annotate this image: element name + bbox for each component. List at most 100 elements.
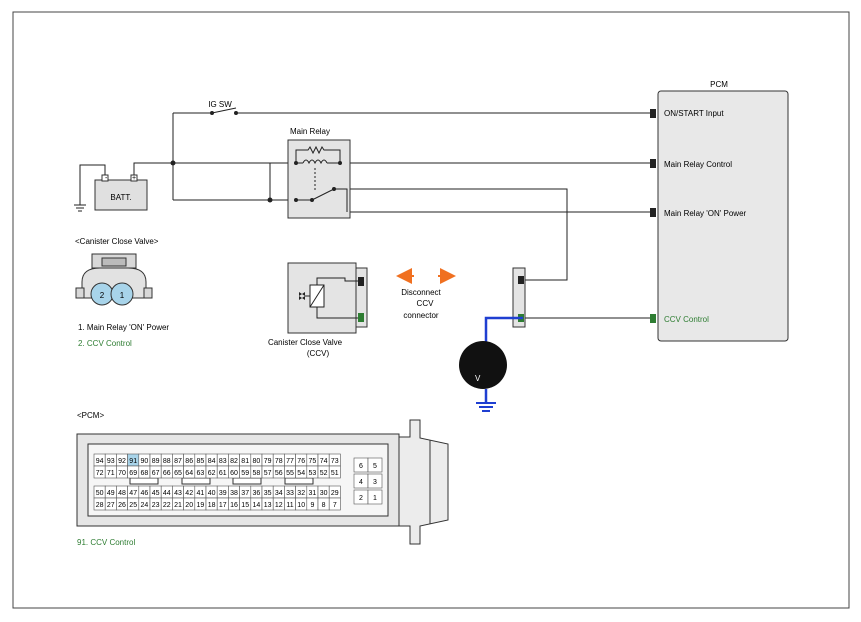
- pcm-label-on-start: ON/START Input: [664, 109, 724, 118]
- pcm-small-pin-cell: [367, 473, 383, 489]
- ccv-conn-legend-2: 2. CCV Control: [78, 339, 132, 348]
- pcm-pin-number: 15: [241, 502, 249, 509]
- pcm-pin-number: 82: [230, 458, 238, 465]
- pcm-small-pin-number: 3: [373, 479, 377, 486]
- pcm-pin-number: 75: [309, 458, 317, 465]
- pcm-pin-on-start: [650, 109, 656, 118]
- pcm-module: PCM ON/START Input Main Relay Control Ma…: [650, 80, 789, 342]
- pcm-pin-number: 18: [208, 502, 216, 509]
- pcm-pin-number: 54: [297, 470, 305, 477]
- pcm-connector-title: <PCM>: [77, 411, 104, 420]
- disconnect-line3: connector: [403, 311, 438, 320]
- battery-pos-label: +: [132, 175, 136, 182]
- pcm-pin-number: 8: [322, 502, 326, 509]
- ccv-conn-pin-1: 1: [120, 291, 125, 300]
- pcm-small-pin-number: 5: [373, 463, 377, 470]
- pcm-pin-number: 94: [96, 458, 104, 465]
- pcm-pin-number: 50: [96, 490, 104, 497]
- pcm-pin-number: 67: [152, 470, 160, 477]
- pcm-pin-number: 39: [219, 490, 227, 497]
- main-relay: Main Relay: [287, 127, 351, 219]
- ccv-conn-pin-2: 2: [100, 291, 105, 300]
- pcm-pin-number: 41: [197, 490, 205, 497]
- pcm-pin-number: 25: [129, 502, 137, 509]
- pcm-pin-number: 65: [174, 470, 182, 477]
- pcm-pin-number: 83: [219, 458, 227, 465]
- pcm-pin-number: 57: [264, 470, 272, 477]
- pcm-pin-number: 77: [286, 458, 294, 465]
- pcm-pin-number: 49: [107, 490, 115, 497]
- voltmeter-label: V: [475, 374, 481, 383]
- pcm-pin-number: 81: [241, 458, 249, 465]
- pcm-pin-number: 60: [230, 470, 238, 477]
- pcm-pin-number: 27: [107, 502, 115, 509]
- pcm-small-pin-cell: [367, 457, 383, 473]
- pcm-pin-number: 45: [152, 490, 160, 497]
- pcm-small-pin-cell: [367, 489, 383, 505]
- main-wires: [172, 112, 655, 319]
- pcm-pin-number: 64: [185, 470, 193, 477]
- voltmeter-circuit: V: [459, 316, 523, 412]
- pcm-pin-number: 63: [197, 470, 205, 477]
- ccv-name-line2: (CCV): [307, 349, 330, 358]
- ig-switch: IG SW: [208, 100, 238, 115]
- pcm-pin-number: 42: [185, 490, 193, 497]
- pcm-pin-number: 66: [163, 470, 171, 477]
- pcm-label-relay-power: Main Relay 'ON' Power: [664, 209, 747, 218]
- pcm-label-ccv-control: CCV Control: [664, 315, 709, 324]
- pcm-pin-cell: [328, 497, 341, 511]
- pcm-pin-number: 7: [333, 502, 337, 509]
- pcm-pin-number: 85: [197, 458, 205, 465]
- pcm-title: PCM: [710, 80, 728, 89]
- pcm-label-relay-control: Main Relay Control: [664, 160, 732, 169]
- pcm-pin-relay-control: [650, 159, 656, 168]
- pcm-pin-number: 87: [174, 458, 182, 465]
- battery-wires: [79, 162, 173, 205]
- pcm-pin-cell: [328, 465, 341, 479]
- pcm-small-pin-number: 4: [359, 479, 363, 486]
- pcm-pin-number: 31: [309, 490, 317, 497]
- pcm-pin-number: 44: [163, 490, 171, 497]
- pcm-pin-number: 46: [141, 490, 149, 497]
- pcm-pin-number: 70: [118, 470, 126, 477]
- pcm-pin-number: 92: [118, 458, 126, 465]
- pcm-pin-number: 52: [320, 470, 328, 477]
- pcm-pin-number: 35: [264, 490, 272, 497]
- pcm-pin-number: 37: [241, 490, 249, 497]
- disconnect-line1: Disconnect: [401, 288, 441, 297]
- ig-switch-label: IG SW: [208, 100, 232, 109]
- ccv-connector-view: <Canister Close Valve> 2 1 1. Main Relay…: [75, 237, 169, 348]
- pcm-pin-number: 73: [331, 458, 339, 465]
- pcm-pin-number: 55: [286, 470, 294, 477]
- pcm-pin-number: 76: [297, 458, 305, 465]
- pcm-pin-number: 33: [286, 490, 294, 497]
- pcm-pin-number: 48: [118, 490, 126, 497]
- pcm-pin-number: 11: [286, 502, 293, 509]
- pcm-pin-number: 17: [219, 502, 227, 509]
- pcm-pin-number: 59: [241, 470, 249, 477]
- pcm-pin-number: 26: [118, 502, 126, 509]
- pcm-pin-number: 51: [331, 470, 339, 477]
- pcm-pin-number: 30: [320, 490, 328, 497]
- pcm-pin-number: 23: [152, 502, 160, 509]
- pcm-pin-number: 88: [163, 458, 171, 465]
- pcm-pin-relay-power: [650, 208, 656, 217]
- pcm-pin-number: 29: [331, 490, 339, 497]
- pcm-pin-number: 62: [208, 470, 216, 477]
- pcm-pin-number: 12: [275, 502, 283, 509]
- pcm-pin-number: 14: [253, 502, 261, 509]
- pcm-pin-number: 56: [275, 470, 283, 477]
- pcm-small-pin-number: 1: [373, 495, 377, 502]
- pcm-pin-number: 90: [141, 458, 149, 465]
- pcm-pin-number: 9: [310, 502, 314, 509]
- pcm-pin-number: 20: [185, 502, 193, 509]
- main-relay-label: Main Relay: [290, 127, 330, 136]
- pcm-pin-number: 79: [264, 458, 272, 465]
- pcm-pin-number: 36: [253, 490, 261, 497]
- disconnect-arrows: Disconnect CCV connector: [396, 268, 456, 320]
- pcm-pin-number: 53: [309, 470, 317, 477]
- pcm-pin-number: 10: [297, 502, 305, 509]
- pcm-pin-number: 21: [174, 502, 182, 509]
